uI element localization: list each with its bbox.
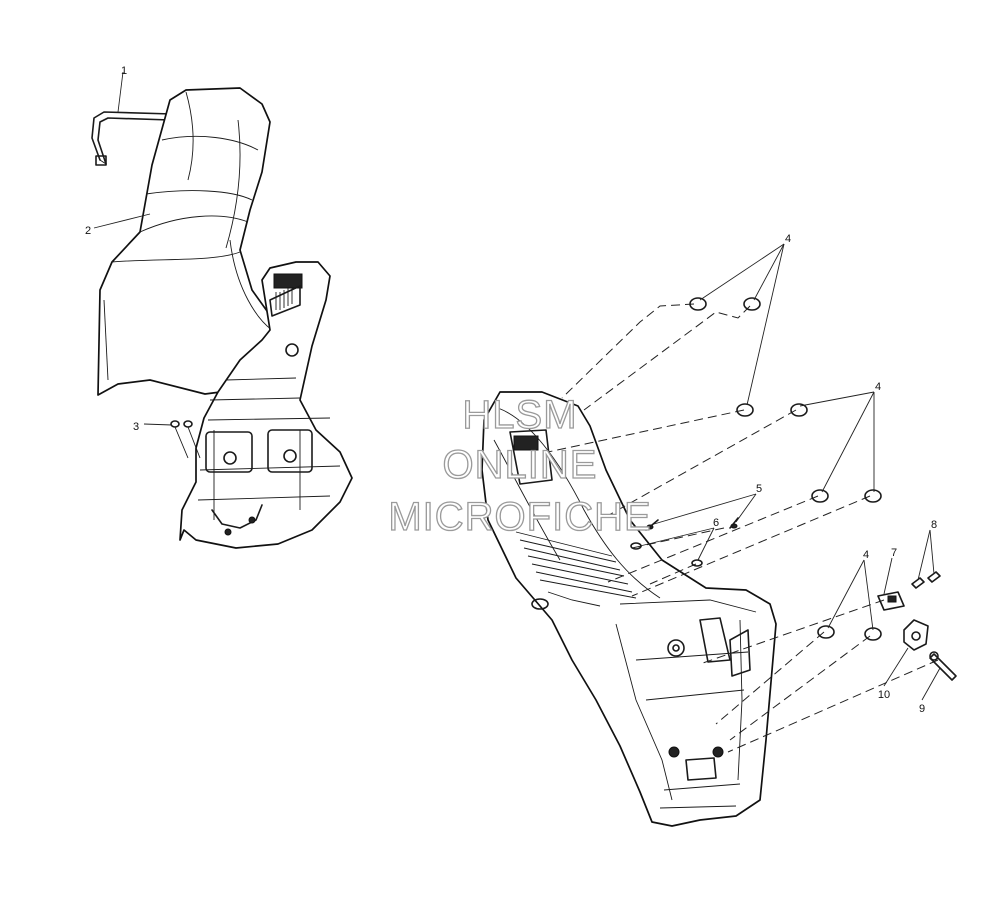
- callout-6: 6: [713, 517, 719, 529]
- callout-labels: 1 2 3 4 4 4 5 6 7 8 9 10: [85, 65, 937, 715]
- assembly-dashed-lines: [547, 303, 939, 753]
- screw-parts-5: [645, 517, 739, 531]
- callout-4-middle: 4: [875, 381, 881, 393]
- bracket-part-7: [877, 591, 905, 611]
- callout-1: 1: [121, 65, 127, 77]
- callout-9: 9: [919, 703, 925, 715]
- watermark-line-1: HLSM: [462, 393, 577, 437]
- callout-8: 8: [931, 519, 937, 531]
- seat-cushion-part: [97, 87, 276, 396]
- callout-4-top: 4: [785, 233, 791, 245]
- watermark: HLSM ONLINE MICROFICHE: [388, 392, 652, 539]
- nut-part-3: [170, 420, 201, 459]
- callout-4-bottom: 4: [863, 549, 869, 561]
- bolt-part-9: [929, 651, 957, 681]
- seat-base-left: [179, 261, 353, 549]
- latch-part-10: [903, 619, 929, 651]
- leader-lines: [93, 71, 941, 701]
- callout-10: 10: [878, 689, 890, 701]
- seat-base-right: [481, 391, 777, 827]
- callout-7: 7: [891, 547, 897, 559]
- screw-parts-8: [911, 571, 941, 589]
- callout-3: 3: [133, 421, 139, 433]
- callout-5: 5: [756, 483, 762, 495]
- callout-2: 2: [85, 225, 91, 237]
- watermark-line-3: MICROFICHE: [388, 495, 651, 539]
- watermark-line-2: ONLINE: [443, 443, 598, 487]
